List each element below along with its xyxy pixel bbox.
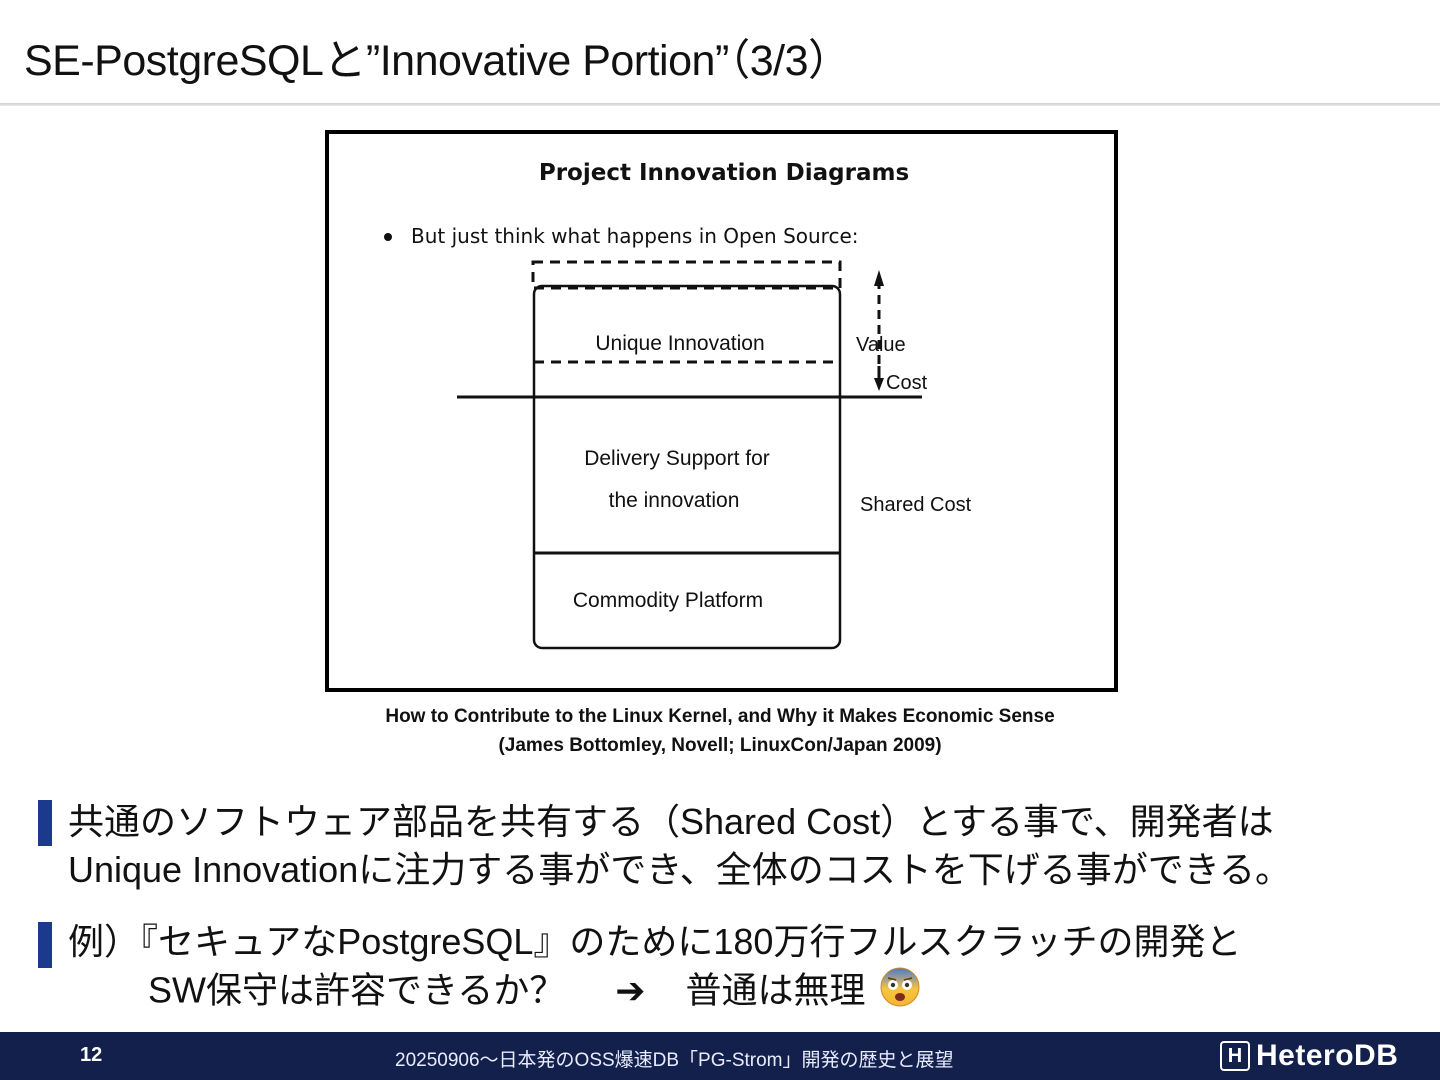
- bullet-example-answer: 普通は無理: [685, 969, 866, 1011]
- value-label: Value: [856, 334, 906, 356]
- bullet-shared-cost-line2: Unique Innovationに注力する事ができ、全体のコストを下げる事がで…: [68, 849, 1291, 890]
- unique-innovation-label: Unique Innovation: [595, 332, 764, 355]
- stack-box: [532, 284, 842, 650]
- page-number: 12: [80, 1044, 103, 1066]
- delivery-support-label-1: Delivery Support for: [584, 447, 770, 470]
- bullet-example-line1: 例）『セキュアなPostgreSQL』のために180万行フルスクラッチの開発と: [68, 921, 1242, 962]
- commodity-platform-label: Commodity Platform: [573, 589, 763, 612]
- cost-label: Cost: [886, 372, 928, 394]
- diagram-bullet-dot: [384, 233, 392, 241]
- bullet-marker: [38, 922, 52, 968]
- slide-title: SE-PostgreSQLと”Innovative Portion”（3/3）: [24, 37, 851, 85]
- bullet-example: 例）『セキュアなPostgreSQL』のために180万行フルスクラッチの開発と …: [38, 918, 1428, 1020]
- heterodb-logo-text: HeteroDB: [1256, 1039, 1399, 1072]
- title-divider: [0, 103, 1440, 106]
- value-arrowhead-icon: [874, 270, 884, 286]
- right-arrow-icon: ➔: [615, 969, 646, 1011]
- bullet-marker: [38, 800, 52, 846]
- heterodb-logo-mark: H: [1220, 1041, 1250, 1071]
- bullet-shared-cost-line1: 共通のソフトウェア部品を共有する（Shared Cost）とする事で、開発者は: [68, 801, 1274, 842]
- diagram-bullet-text: But just think what happens in Open Sour…: [411, 224, 859, 248]
- bullet-shared-cost: 共通のソフトウェア部品を共有する（Shared Cost）とする事で、開発者は …: [38, 798, 1428, 894]
- footer-bar: 12 20250906～日本発のOSS爆速DB「PG-Strom」開発の歴史と展…: [0, 1032, 1440, 1080]
- value-extension-box: [531, 260, 842, 290]
- diagram-canvas: Project Innovation Diagrams But just thi…: [384, 160, 972, 650]
- figure-caption-title: How to Contribute to the Linux Kernel, a…: [385, 706, 1055, 727]
- bullet-example-question: SW保守は許容できるか？: [148, 969, 566, 1011]
- delivery-support-label-2: the innovation: [609, 489, 740, 512]
- project-innovation-diagram: Project Innovation Diagrams But just thi…: [325, 130, 1118, 692]
- scared-face-icon: [879, 966, 921, 1020]
- cost-arrowhead-icon: [874, 378, 884, 391]
- figure-caption-source: (James Bottomley, Novell; LinuxCon/Japan…: [498, 735, 942, 756]
- shared-cost-label: Shared Cost: [860, 494, 972, 516]
- heterodb-logo: H HeteroDB: [1220, 1038, 1398, 1074]
- footer-event-title: 20250906～日本発のOSS爆速DB「PG-Strom」開発の歴史と展望: [395, 1050, 954, 1071]
- diagram-heading: Project Innovation Diagrams: [539, 160, 909, 186]
